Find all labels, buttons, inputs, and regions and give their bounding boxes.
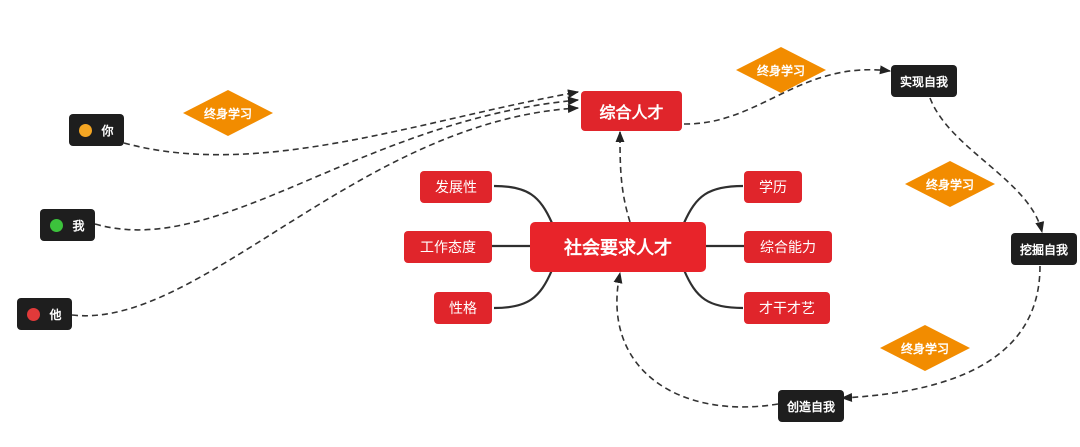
red-dot-icon xyxy=(27,307,41,321)
central-node[interactable]: 社会要求人才 xyxy=(530,222,706,272)
node-label: 挖掘自我 xyxy=(1019,242,1068,257)
branch-label: 学历 xyxy=(759,180,787,196)
diamond-shape xyxy=(905,161,995,207)
node-label: 实现自我 xyxy=(899,74,948,89)
branch-label: 发展性 xyxy=(435,180,477,196)
dashed-link-create-to-center xyxy=(613,271,779,408)
self-creation-node[interactable]: 创造自我 xyxy=(778,390,844,422)
dashed-link-me-to-talent xyxy=(94,96,580,231)
diamond-label: 终身学习 xyxy=(900,341,949,356)
lifelong-learning-diamond: 终身学习 xyxy=(905,161,995,207)
self-realization-node[interactable]: 实现自我 xyxy=(891,65,957,97)
diamond-shape xyxy=(183,90,273,136)
comprehensive-talent-node[interactable]: 综合人才 xyxy=(581,91,682,131)
person-node-me[interactable]: 我 xyxy=(40,209,95,241)
branch-node-education[interactable]: 学历 xyxy=(744,171,802,203)
self-exploration-node[interactable]: 挖掘自我 xyxy=(1011,233,1077,265)
diamond-shape xyxy=(736,47,826,93)
dashed-link-explore-to-create xyxy=(840,265,1041,402)
node-label: 综合人才 xyxy=(599,103,664,122)
branch-node-personality[interactable]: 性格 xyxy=(434,292,492,324)
diamond-label: 终身学习 xyxy=(203,106,252,121)
person-label: 他 xyxy=(49,307,62,322)
branch-label: 综合能力 xyxy=(760,240,816,256)
central-node-label: 社会要求人才 xyxy=(564,238,672,259)
connector-to-branch-3 xyxy=(493,269,554,310)
dashed-link-you-to-talent xyxy=(123,89,580,156)
dashed-link-center-to-talent xyxy=(615,130,631,223)
person-label: 你 xyxy=(101,123,114,138)
lifelong-learning-diamond: 终身学习 xyxy=(183,90,273,136)
dashed-link-realize-to-explore xyxy=(929,97,1045,234)
branch-label: 性格 xyxy=(449,301,477,317)
person-label: 我 xyxy=(72,218,85,233)
connector-to-branch-1 xyxy=(493,184,554,224)
lifelong-learning-diamond: 终身学习 xyxy=(736,47,826,93)
branch-node-overall-ability[interactable]: 综合能力 xyxy=(744,231,832,263)
connector-to-branch-6 xyxy=(682,269,744,310)
green-dot-icon xyxy=(50,218,64,232)
branch-node-talents[interactable]: 才干才艺 xyxy=(744,292,830,324)
connector-to-branch-4 xyxy=(682,184,744,224)
orange-dot-icon xyxy=(79,123,93,137)
branch-node-work-attitude[interactable]: 工作态度 xyxy=(404,231,492,263)
node-label: 创造自我 xyxy=(786,399,835,414)
dashed-link-talent-to-realize xyxy=(683,65,892,125)
diamond-label: 终身学习 xyxy=(925,177,974,192)
diamond-shape xyxy=(880,325,970,371)
lifelong-learning-diamond: 终身学习 xyxy=(880,325,970,371)
branch-node-development[interactable]: 发展性 xyxy=(420,171,492,203)
branch-label: 才干才艺 xyxy=(759,301,815,317)
dashed-link-him-to-talent xyxy=(71,104,580,317)
branch-label: 工作态度 xyxy=(420,240,476,256)
diamond-label: 终身学习 xyxy=(756,63,805,78)
person-node-you[interactable]: 你 xyxy=(69,114,124,146)
person-node-him[interactable]: 他 xyxy=(17,298,72,330)
